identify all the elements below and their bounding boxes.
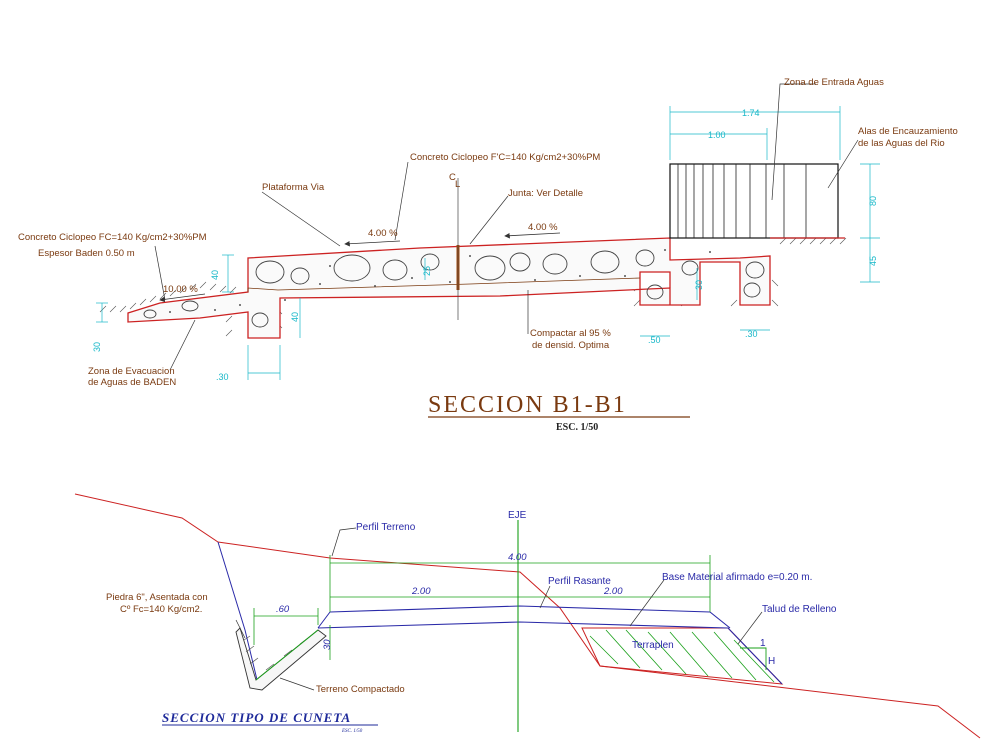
label-compactar-2: de densid. Optima <box>532 340 610 351</box>
label-espesor: Espesor Baden 0.50 m <box>38 248 135 259</box>
section1-title: SECCION B1-B1 <box>428 392 627 418</box>
dim-30h: .30 <box>216 372 229 382</box>
dim-60: .60 <box>276 604 290 615</box>
label-piedra-2: Cº Fc=140 Kg/cm2. <box>120 604 202 615</box>
entrance-wall <box>669 163 845 239</box>
label-talud: Talud de Relleno <box>762 604 837 615</box>
centerline-sub: L <box>455 179 460 190</box>
dim-40a: 40 <box>210 270 220 280</box>
section1-scale: ESC. 1/50 <box>556 422 598 433</box>
label-terreno-compactado: Terreno Compactado <box>316 684 405 695</box>
label-piedra-1: Piedra 6", Asentada con <box>106 592 208 603</box>
label-alas-line1: Alas de Encauzamiento <box>858 126 958 137</box>
slope-left: 10.00 % <box>163 284 198 295</box>
label-zona-entrada: Zona de Entrada Aguas <box>784 77 884 88</box>
slope-arrows <box>159 232 561 303</box>
dim-30c: 30 <box>694 280 704 290</box>
dim-25: 25 <box>422 266 432 276</box>
section2-title: SECCION TIPO DE CUNETA <box>162 710 351 725</box>
label-base-material: Base Material afirmado e=0.20 m. <box>662 572 812 583</box>
dim-30r: .30 <box>745 329 758 339</box>
label-concreto-left: Concreto Ciclopeo FC=140 Kg/cm2+30%PM <box>18 232 207 243</box>
label-zona-evac-2: de Aguas de BADEN <box>88 377 176 388</box>
label-eje: EJE <box>508 510 527 521</box>
label-junta: Junta: Ver Detalle <box>508 188 583 199</box>
section2-scale: ESC. 1/50 <box>341 729 363 734</box>
label-alas-line2: de las Aguas del Rio <box>858 138 945 149</box>
label-perfil-terreno: Perfil Terreno <box>356 522 416 533</box>
cyclopean-concrete-body <box>127 237 771 339</box>
label-perfil-rasante: Perfil Rasante <box>548 576 611 587</box>
terrain-profile <box>74 493 981 739</box>
dim-100: 1.00 <box>708 130 726 140</box>
slope-right: 4.00 % <box>528 222 558 233</box>
dim-400: 4.00 <box>508 552 527 563</box>
dim-80: 80 <box>868 196 878 206</box>
leader-lines <box>154 83 859 371</box>
centerline-label: C <box>449 172 456 183</box>
dim-200-left: 2.00 <box>411 586 431 597</box>
section-b1-b1: C L <box>18 77 958 433</box>
section-cuneta: EJE 4.00 2.00 2.00 .60 30 <box>74 493 981 739</box>
talud-h: H <box>768 656 775 667</box>
cuneta-dimensions <box>253 555 711 660</box>
rasante-line <box>329 605 731 629</box>
dim-30v: 30 <box>92 342 102 352</box>
aggregate-dots <box>169 249 711 313</box>
slope-mid: 4.00 % <box>368 228 398 239</box>
dim-200-right: 2.00 <box>603 586 623 597</box>
dim-30-cuneta: 30 <box>322 639 333 650</box>
dim-40b: 40 <box>290 312 300 322</box>
dimension-lines <box>96 106 880 380</box>
label-zona-evac-1: Zona de Evacuacion <box>88 366 175 377</box>
label-compactar-1: Compactar al 95 % <box>530 328 611 339</box>
cuneta-leaders <box>235 527 763 691</box>
dim-174: 1.74 <box>742 108 760 118</box>
base-line <box>317 621 783 685</box>
talud-v: 1 <box>760 638 766 649</box>
dim-45: 45 <box>868 256 878 266</box>
cyclopean-stones <box>143 249 765 328</box>
ditch <box>217 541 327 691</box>
talud-indicator <box>740 647 767 670</box>
label-terraplen: Terraplen <box>632 640 674 651</box>
label-concreto-top: Concreto Ciclopeo F'C=140 Kg/cm2+30%PM <box>410 152 600 163</box>
label-plataforma: Plataforma Via <box>262 182 325 193</box>
terraplen-hatch <box>589 629 775 683</box>
dim-50: .50 <box>648 335 661 345</box>
